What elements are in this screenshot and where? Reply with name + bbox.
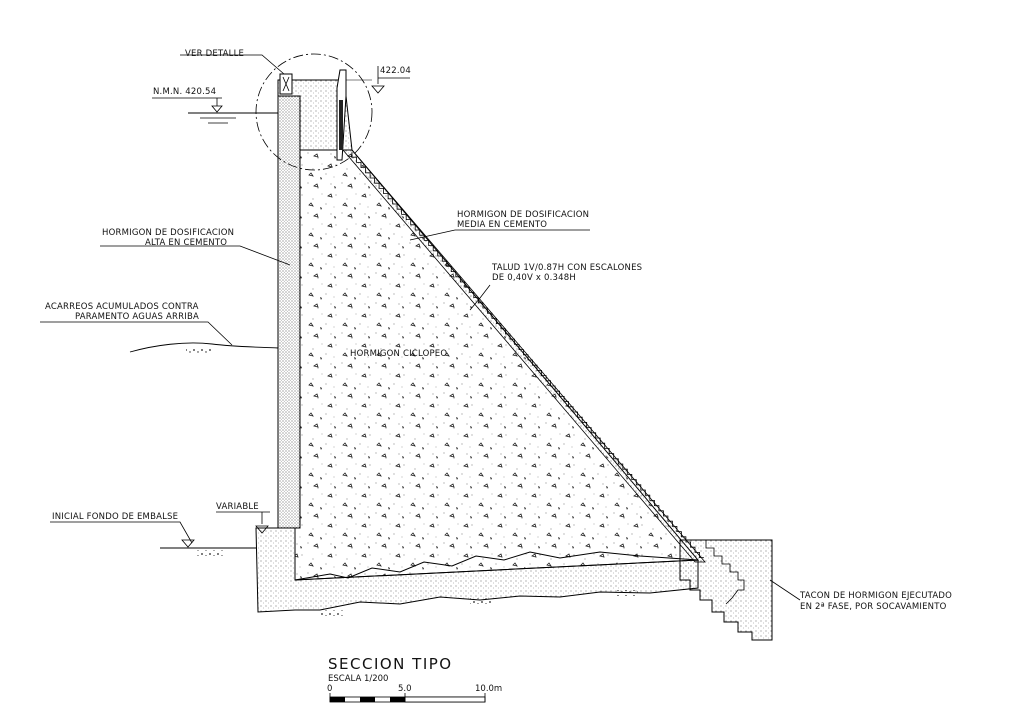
- inicial-fondo-label: INICIAL FONDO DE EMBALSE: [52, 512, 179, 522]
- media-leader: [409, 229, 590, 241]
- ver-detalle-leader: [180, 54, 285, 75]
- acarreos-label-2: PARAMENTO AGUAS ARRIBA: [75, 312, 199, 322]
- scale-tick-10: 10.0m: [475, 684, 503, 694]
- upstream-wall-high-cement: [277, 95, 301, 529]
- talud-leader: [469, 284, 491, 311]
- section-title: SECCION TIPO: [328, 655, 453, 673]
- tacon-label-1: TACON DE HORMIGON EJECUTADO: [800, 591, 953, 601]
- crest-level-label: 422.04: [380, 66, 411, 76]
- variable-label: VARIABLE: [216, 502, 259, 512]
- scale-tick-0: 0: [327, 684, 333, 694]
- hormigon-alta-label-1: HORMIGON DE DOSIFICACION: [102, 228, 235, 238]
- toe-tacon: [679, 539, 773, 641]
- ciclopeo-label: HORMIGON CICLOPEO: [350, 349, 448, 359]
- rock-interface: [294, 551, 699, 581]
- acarreos-label-1: ACARREOS ACUMULADOS CONTRA: [45, 302, 199, 312]
- ver-detalle-label: VER DETALLE: [185, 49, 245, 59]
- talud-label-1: TALUD 1V/0.87H CON ESCALONES: [492, 263, 643, 273]
- detail-circle: [255, 53, 373, 171]
- scale-label: ESCALA 1/200: [328, 674, 389, 684]
- scale-tick-5: 5.0: [398, 684, 412, 694]
- tacon-steps-line: [700, 539, 745, 605]
- talud-label-2: DE 0,40V x 0.348H: [492, 273, 576, 283]
- acarreos-ground: [129, 342, 279, 353]
- tacon-leader: [769, 579, 801, 601]
- stepped-downstream-face: [351, 152, 704, 558]
- tacon-label-2: EN 2ª FASE, POR SOCAVAMIENTO: [800, 602, 947, 612]
- nmn-label: N.M.N. 420.54: [153, 87, 217, 97]
- alta-leader: [100, 245, 291, 266]
- hormigon-alta-label-2: ALTA EN CEMENTO: [145, 238, 228, 248]
- hormigon-media-label-2: MEDIA EN CEMENTO: [457, 220, 548, 230]
- scale-bar: [329, 693, 486, 703]
- acarreos-leader: [40, 321, 233, 346]
- hormigon-media-label-1: HORMIGON DE DOSIFICACION: [457, 210, 590, 220]
- inicial-fondo-leader: [50, 521, 193, 544]
